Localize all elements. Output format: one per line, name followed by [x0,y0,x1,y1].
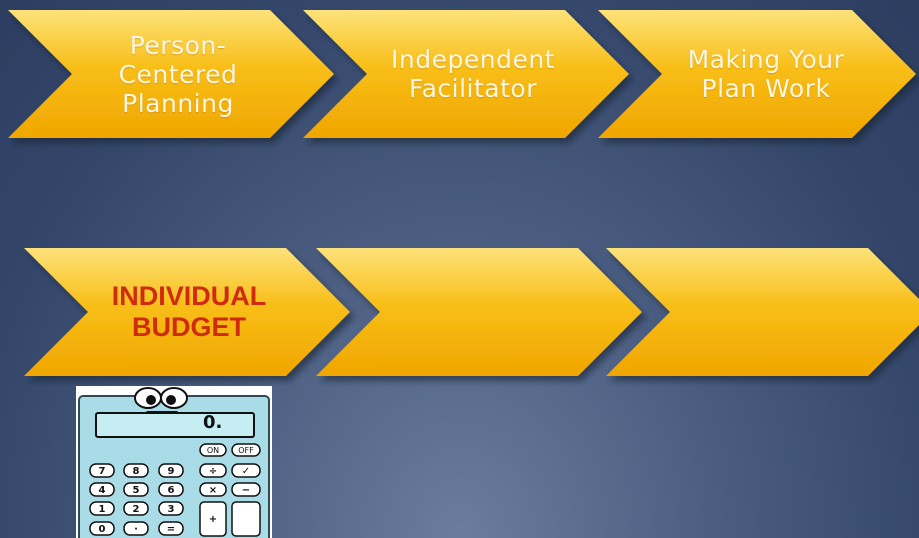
key-minus: − [242,485,250,496]
key-2: 2 [133,504,140,515]
key-1: 1 [99,504,106,515]
chevron-shape [24,248,350,376]
key-equals: = [167,524,175,535]
process-step-person-centered-planning: Person- Centered Planning [8,10,334,138]
chevron-shape [598,10,916,138]
step-label: Making Your Plan Work [687,45,845,103]
key-dot: · [134,524,138,535]
process-step-individual-budget: INDIVIDUAL BUDGET [24,248,350,376]
process-step-making-your-plan-work: Making Your Plan Work [598,10,916,138]
key-divide: ÷ [209,466,217,477]
calculator-icon: ON OFF 7 8 9 ÷ ✓ [78,387,270,538]
chevron-shape [8,10,334,138]
process-step-independent-facilitator: Independent Facilitator [303,10,629,138]
process-step-empty-3 [606,248,919,376]
chevron-shape [316,248,642,376]
process-step-empty-2 [316,248,642,376]
key-9: 9 [168,466,175,477]
key-0: 0 [99,524,106,535]
chevron-shape [303,10,629,138]
calculator-display-value: 0. [203,412,223,433]
key-plus: + [209,514,217,525]
key-5: 5 [133,485,140,496]
off-key-label: OFF [238,446,254,455]
key-8: 8 [133,466,140,477]
step-label: INDIVIDUAL BUDGET [111,281,267,342]
key-check: ✓ [242,466,250,477]
chevron-shape [606,248,919,376]
key-6: 6 [168,485,175,496]
calculator-clipart: ON OFF 7 8 9 ÷ ✓ [76,386,272,538]
key-multiply: × [209,485,217,496]
step-label: Person- Centered Planning [118,30,238,118]
step-label: Independent Facilitator [391,45,555,103]
on-key-label: ON [207,446,219,455]
key-7: 7 [99,466,106,477]
key-3: 3 [168,504,175,515]
key-4: 4 [99,485,106,496]
